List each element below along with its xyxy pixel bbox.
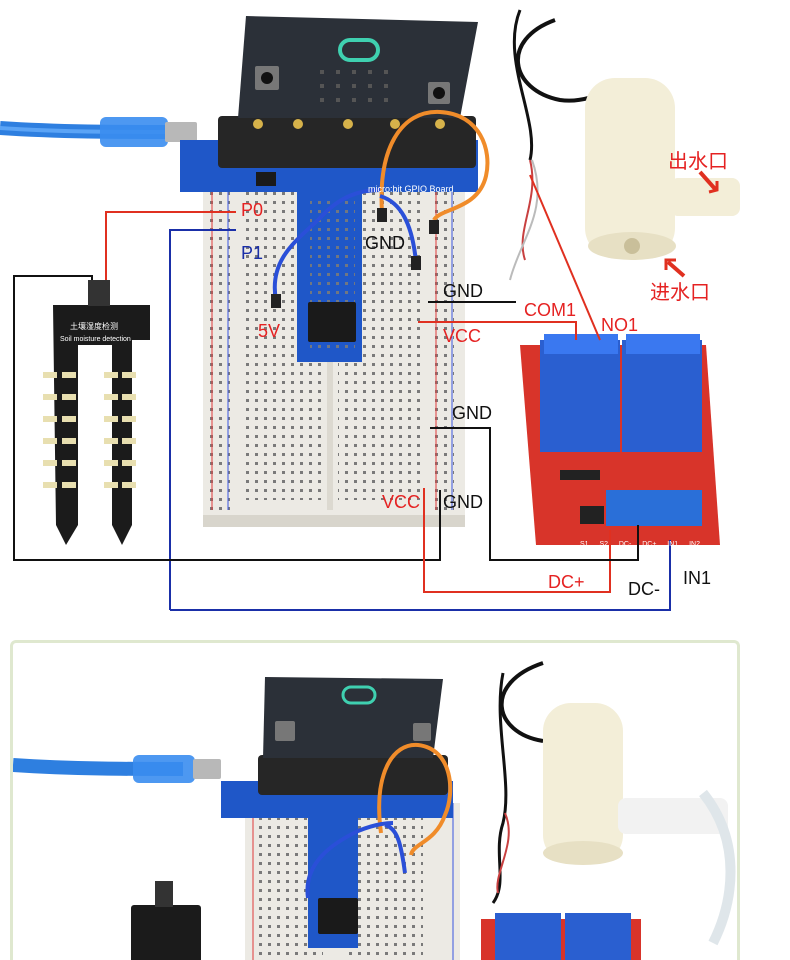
inlet-arrow [666,260,686,278]
wiring-diagram-art [0,9,740,611]
gpio-expansion-board [180,116,478,362]
label-p0: P0 [241,200,264,220]
label-vcc-bottom: VCC [382,492,421,512]
sensor-english-label: Soil moisture detection [60,336,131,343]
soil-moisture-sensor [43,280,150,545]
wire-p0 [105,211,236,280]
orange-jumper-wire [379,109,490,222]
relay-pin-labels: S1 S2 DC- DC+ IN1 IN2 [580,541,700,548]
assembled-photo-panel [10,640,740,960]
assembled-photo-art [13,661,736,960]
wire-p1 [169,229,236,610]
wire-vcc-com1 [418,321,577,340]
wire-pump-no1 [529,174,601,341]
blue-jumper-wire-left [272,188,381,301]
relay-pin-label: S2 [599,541,608,548]
wire-dc-minus [430,427,639,561]
label-in1: IN1 [683,568,712,588]
label-gnd-mid: GND [443,281,483,301]
microbit-board [238,16,478,129]
label-outlet: 出水口 [668,149,728,173]
relay-pin-label: DC+ [642,541,657,548]
label-inlet: 进水口 [650,280,710,304]
label-vcc-mid: VCC [443,326,482,346]
usb-cable [0,117,197,147]
label-com1: COM1 [524,300,577,320]
label-dc-minus: DC- [628,579,660,599]
label-gnd-bottom: GND [443,492,483,512]
wire-sensor-gnd [13,275,441,561]
relay-pin-label: DC- [618,541,632,548]
label-5v: 5V [258,321,281,341]
sensor-chinese-label: 土壤湿度检测 [70,322,118,331]
label-gnd-right: GND [452,403,492,423]
label-no1: NO1 [601,315,639,335]
relay-module [520,334,720,545]
relay-pin-label: IN1 [667,541,679,548]
label-gnd-top: GND [365,233,405,253]
label-p1: P1 [241,243,264,263]
blue-jumper-wire-right [379,194,418,263]
relay-pin-label: S1 [580,541,589,548]
wire-in1 [170,540,671,611]
wiring-diagram-panel: micro:bit GPIO Board 土壤湿度检测 Soil moistur… [0,9,740,611]
water-pump [509,9,740,281]
label-dc-plus: DC+ [548,572,585,592]
gpio-board-label: micro:bit GPIO Board [368,184,454,194]
outlet-arrow [698,170,718,192]
relay-pin-label: IN2 [689,541,700,548]
